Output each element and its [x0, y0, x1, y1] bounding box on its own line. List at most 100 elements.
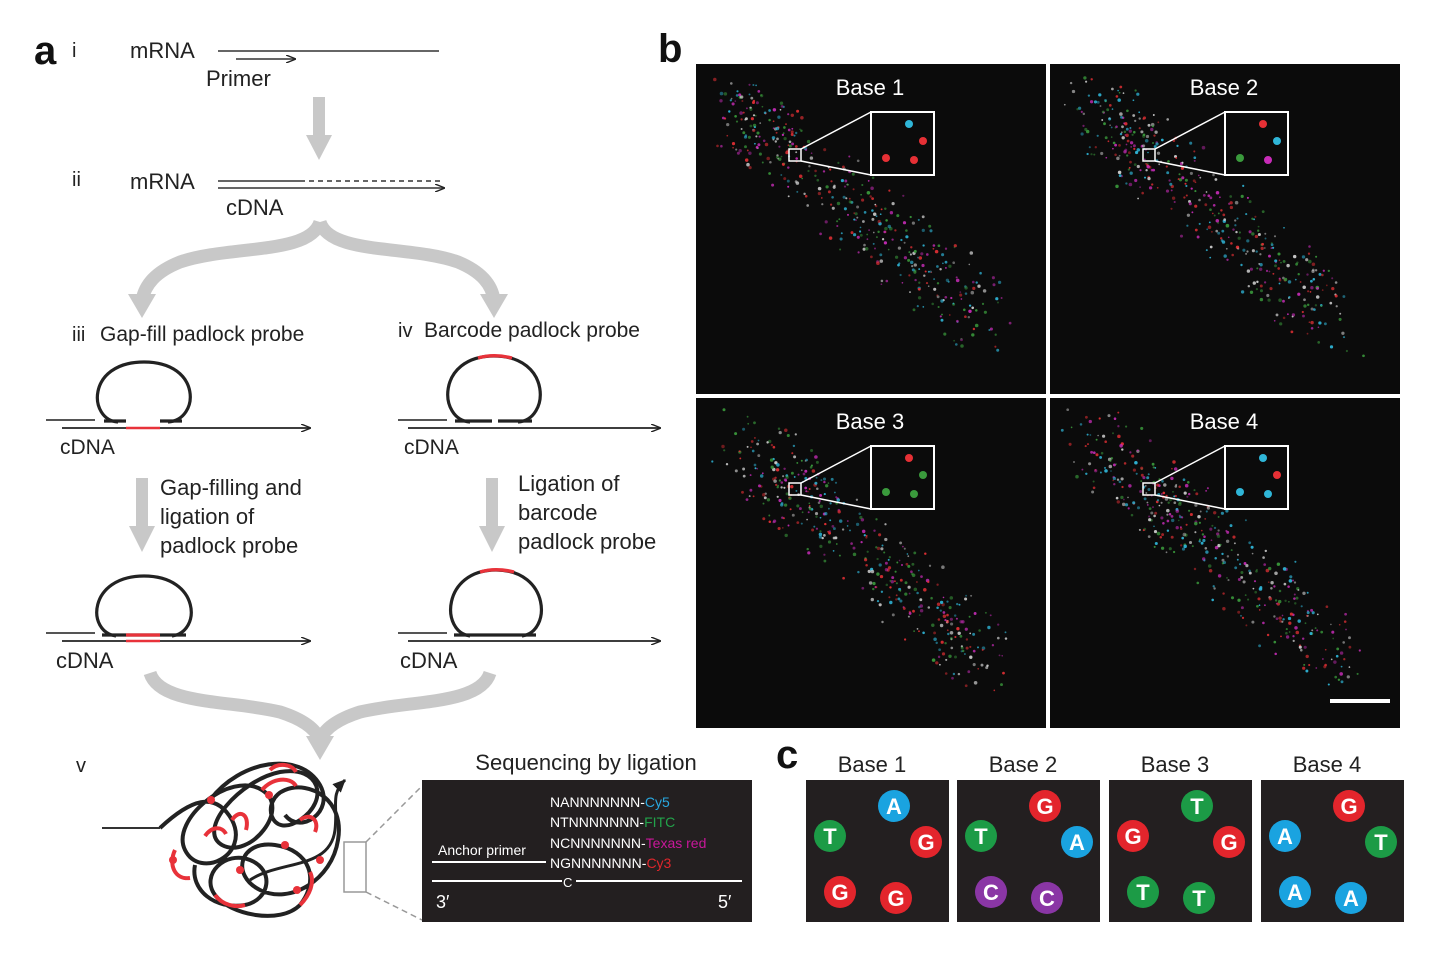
signal-dot — [1116, 500, 1121, 504]
signal-dot — [1142, 476, 1146, 480]
signal-dot — [746, 415, 749, 418]
signal-dot — [947, 280, 950, 283]
signal-dot — [1240, 570, 1244, 575]
signal-dot — [776, 463, 780, 467]
signal-dot — [1278, 616, 1282, 620]
signal-dot — [1151, 462, 1155, 466]
signal-dot — [736, 151, 740, 155]
signal-dot — [890, 579, 895, 584]
signal-dot — [1194, 228, 1198, 232]
signal-dot — [855, 219, 857, 222]
sbl-title: Sequencing by ligation — [475, 750, 696, 775]
signal-dot — [902, 221, 907, 225]
signal-dot — [899, 578, 903, 582]
signal-dot — [1282, 567, 1287, 571]
signal-dot — [822, 477, 827, 481]
micrograph-tile: Base 1 — [696, 64, 1046, 394]
signal-dot — [845, 197, 848, 200]
signal-dot — [1306, 611, 1310, 615]
base-spot: G — [1029, 790, 1061, 822]
signal-dot — [936, 583, 939, 586]
signal-dot — [1270, 247, 1273, 250]
signal-dot — [1156, 483, 1160, 487]
signal-dot — [777, 526, 781, 531]
base-spot-circle — [1279, 876, 1311, 908]
signal-dot — [1069, 81, 1073, 85]
signal-dot — [1248, 200, 1252, 204]
signal-dot — [861, 198, 865, 202]
inset-signal — [1236, 154, 1244, 162]
signal-dot — [772, 520, 775, 524]
signal-dot — [1265, 568, 1270, 573]
signal-dot — [917, 256, 919, 259]
gapfill-probe-diagram-2 — [46, 574, 310, 641]
signal-dot — [960, 344, 964, 348]
base-spot-circle — [880, 882, 912, 914]
signal-dot — [774, 140, 777, 143]
signal-dot — [1298, 645, 1302, 649]
signal-dot — [821, 536, 824, 540]
signal-dot — [1131, 133, 1134, 136]
signal-dot — [824, 220, 828, 224]
signal-dot — [1310, 279, 1313, 283]
probe-lines: NANNNNNNN-Cy5NTNNNNNNN-FITCNCNNNNNNN-Tex… — [550, 794, 706, 871]
signal-dot — [940, 318, 944, 322]
signal-dot — [997, 301, 999, 304]
signal-dot — [933, 637, 937, 642]
signal-dot — [808, 488, 811, 490]
signal-dot — [804, 459, 807, 462]
inset-signal — [1273, 471, 1281, 479]
signal-dot — [799, 128, 801, 131]
signal-dot — [1123, 462, 1127, 465]
signal-dot — [807, 551, 811, 555]
signal-dot — [1297, 292, 1301, 296]
signal-dot — [962, 649, 965, 653]
cdna-label-iv: cDNA — [404, 436, 459, 459]
signal-dot — [936, 282, 940, 285]
base-spot-circle — [824, 876, 856, 908]
signal-dot — [787, 144, 790, 146]
signal-dot — [923, 588, 927, 592]
signal-dot — [1121, 136, 1125, 140]
signal-dot — [1147, 151, 1149, 154]
base-spot: G — [824, 876, 856, 908]
signal-dot — [1208, 221, 1211, 224]
signal-dot — [989, 327, 993, 331]
signal-dot — [1082, 124, 1085, 128]
signal-dot — [819, 516, 822, 519]
signal-dot — [1071, 89, 1076, 94]
signal-dot — [1141, 191, 1144, 195]
base-spot-circle — [1029, 790, 1061, 822]
signal-dot — [1247, 284, 1251, 288]
signal-dot — [761, 161, 764, 164]
signal-dot — [1314, 269, 1318, 272]
signal-dot — [969, 632, 972, 635]
signal-dot — [1206, 487, 1209, 490]
signal-dot — [1306, 591, 1309, 594]
signal-dot — [1209, 245, 1213, 249]
signal-dot — [851, 172, 855, 176]
signal-dot — [1121, 448, 1124, 451]
signal-dot — [761, 472, 764, 475]
signal-dot — [865, 536, 868, 539]
probe-sequence: NGNNNNNNN- — [550, 855, 647, 871]
signal-dot — [885, 279, 889, 283]
signal-dot — [806, 204, 810, 207]
signal-dot — [1342, 336, 1346, 339]
signal-dot — [1214, 556, 1217, 560]
signal-dot — [881, 620, 884, 624]
signal-dot — [903, 256, 908, 260]
signal-dot — [1264, 237, 1267, 240]
signal-dot — [1091, 490, 1095, 494]
signal-dot — [757, 439, 760, 442]
signal-dot — [773, 479, 777, 483]
signal-dot — [729, 99, 732, 102]
signal-dot — [1247, 598, 1250, 601]
signal-dot — [730, 97, 733, 100]
signal-dot — [889, 600, 893, 605]
base-spot: A — [1269, 820, 1301, 852]
signal-dot — [907, 555, 910, 558]
signal-dot — [1279, 322, 1283, 326]
